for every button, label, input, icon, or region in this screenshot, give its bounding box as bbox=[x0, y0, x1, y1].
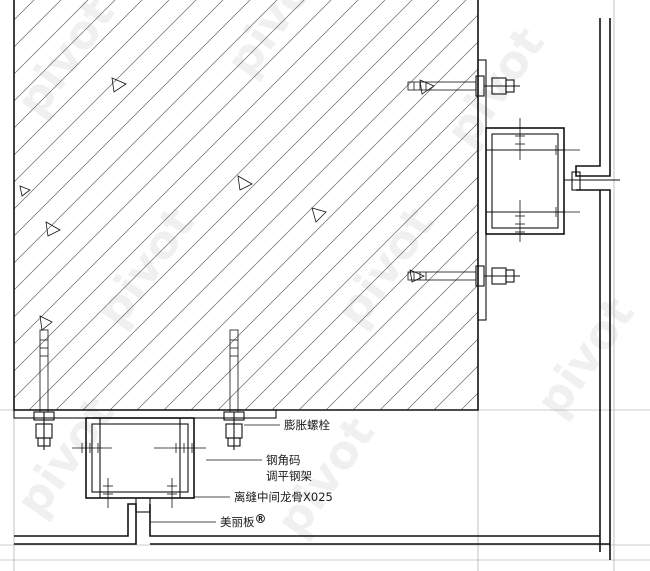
label-anchor-bolt: 膨胀螺栓 bbox=[284, 418, 330, 432]
concrete-hatch-line bbox=[126, 0, 478, 410]
concrete-hatch-line bbox=[18, 0, 440, 410]
concrete-hatch-line bbox=[14, 0, 170, 410]
concrete-hatch-line bbox=[14, 0, 143, 410]
concrete-hatch-line bbox=[14, 0, 386, 410]
concrete-hatch-line bbox=[315, 0, 478, 410]
concrete-hatch-line bbox=[99, 0, 478, 410]
concrete-hatch-line bbox=[14, 0, 305, 410]
concrete-hatch-line bbox=[14, 0, 413, 410]
concrete-hatch-line bbox=[180, 0, 478, 410]
expansion-bolt-right bbox=[223, 329, 245, 450]
concrete-hatch-line bbox=[342, 0, 478, 410]
steel-channel-right bbox=[485, 118, 580, 242]
cladding-panel-right bbox=[564, 18, 620, 560]
concrete-hatch-line bbox=[369, 0, 478, 410]
watermark-text: pivot bbox=[215, 0, 335, 86]
concrete-hatch-line bbox=[396, 0, 478, 410]
leader-lines bbox=[150, 424, 280, 523]
concrete-column bbox=[0, 0, 479, 420]
concrete-hatch-line bbox=[234, 0, 478, 410]
watermark-text: pivot bbox=[5, 387, 125, 526]
label-panel: 美丽板® bbox=[220, 512, 267, 529]
embedded-plate-bottom bbox=[13, 409, 277, 419]
expansion-bolt-lower bbox=[407, 265, 520, 287]
label-steel-angle: 钢角码 bbox=[266, 453, 301, 467]
watermark-text: pivot bbox=[5, 0, 125, 126]
watermark-text: pivot bbox=[325, 197, 445, 336]
concrete-hatch-line bbox=[207, 0, 478, 410]
registered-mark: ® bbox=[255, 512, 267, 526]
concrete-hatch-line bbox=[14, 0, 332, 410]
steel-channel-bottom bbox=[72, 417, 206, 508]
concrete-hatch-line bbox=[14, 0, 89, 410]
concrete-hatch-line bbox=[261, 0, 478, 410]
watermark-text: pivot bbox=[525, 287, 645, 426]
concrete-hatch-line bbox=[14, 0, 251, 410]
concrete-hatch-line bbox=[14, 0, 197, 410]
concrete-hatch-line bbox=[45, 0, 467, 410]
concrete-hatch-line bbox=[0, 0, 7, 420]
concrete-hatch-line bbox=[14, 0, 359, 410]
watermark-text: pivot bbox=[435, 17, 555, 156]
concrete-hatch-line bbox=[288, 0, 478, 410]
label-leveling-frame: 调平钢架 bbox=[266, 469, 312, 483]
label-keel: 离缝中间龙骨X025 bbox=[234, 490, 333, 504]
concrete-hatch-line bbox=[14, 0, 116, 410]
expansion-bolt-upper bbox=[407, 75, 520, 97]
label-panel-name: 美丽板 bbox=[220, 515, 255, 529]
concrete-hatch-line bbox=[153, 0, 478, 410]
concrete-hatch-line bbox=[72, 0, 478, 410]
concrete-hatch-line bbox=[14, 0, 224, 410]
concrete-hatch-line bbox=[14, 0, 278, 410]
cladding-panel-bottom bbox=[14, 497, 610, 545]
watermark-text: pivot bbox=[85, 197, 205, 336]
